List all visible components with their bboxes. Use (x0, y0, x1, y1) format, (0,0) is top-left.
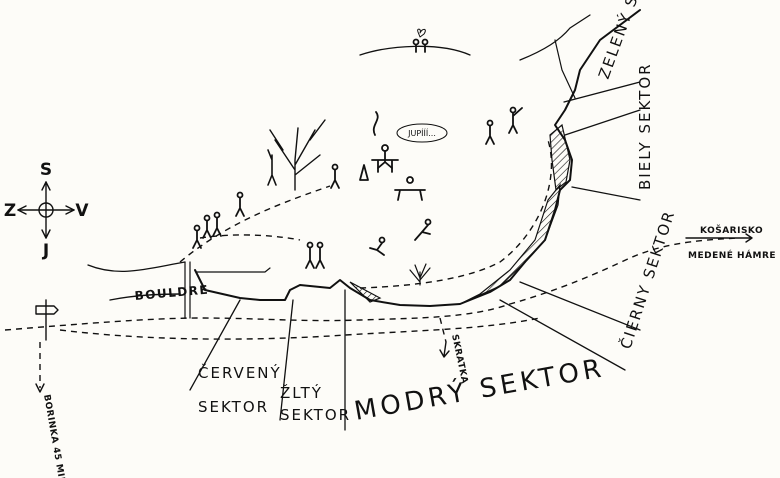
cerveny-sector-label-line2: SEKTOR (198, 398, 269, 416)
bush (409, 263, 431, 286)
speech-bubble-text: JUPÍÍÍ... (407, 127, 436, 138)
people-on-bench (394, 176, 426, 201)
bouldre-underline (109, 293, 181, 301)
kosarisko-label: KOŠARISKO (700, 224, 763, 236)
crag-rim-trail (359, 139, 553, 289)
compass-west-label: Z (4, 201, 16, 221)
kosarisko-arrow (685, 233, 753, 243)
lower-trail (59, 317, 541, 340)
compass-rose (17, 181, 75, 239)
crag-curve-outer (519, 14, 591, 61)
speech-bubble (396, 123, 448, 143)
bouldre-label: BOULDRE (134, 283, 210, 303)
cerveny-sector-label-line1: ČERVENÝ (198, 363, 282, 382)
medene-hamre-label: MEDENÉ HÁMRE (688, 249, 776, 261)
shortcut-trail (439, 317, 447, 343)
compass-east-label: V (75, 201, 89, 221)
crag-wall-left (195, 267, 271, 273)
tree (269, 119, 326, 191)
zlty-sector-label-line2: SEKTOR (280, 406, 351, 424)
hilltop (359, 45, 471, 56)
person-hanging-from-tree (267, 149, 277, 186)
upper-trail (179, 185, 331, 263)
ground-fence (184, 261, 191, 319)
crag-edge (194, 261, 526, 307)
signpost-icon (35, 299, 59, 341)
modry-sector-label: MODRÝ SEKTOR (352, 351, 608, 427)
jumping-people (369, 218, 432, 256)
zlty-sector-label-line1: ŽLTÝ (280, 383, 323, 402)
compass-south-label: J (42, 241, 49, 261)
biely-sector-label: BIELY SEKTOR (636, 62, 654, 190)
borinka-label: BORINKA 45 MIN (41, 394, 67, 478)
skratka-arrow (439, 341, 450, 358)
campfire-group (330, 111, 399, 189)
borinka-arrow (35, 383, 45, 393)
ground-line-left (87, 261, 186, 273)
cierny-sector-label: ČIERNY SEKTOR (616, 207, 679, 351)
crag-top-trail (199, 234, 301, 241)
compass-north-label: S (40, 160, 52, 180)
crag-curve (524, 9, 641, 263)
red-sector-rock (349, 281, 382, 303)
hikers-group (192, 191, 245, 249)
couple-on-hill (412, 28, 429, 53)
climbers-at-wall (485, 106, 523, 145)
black-sector-rock (459, 183, 561, 305)
sector-leader-lines (189, 81, 641, 431)
crag-curve-inner (554, 39, 576, 99)
couple-standing (305, 241, 325, 269)
